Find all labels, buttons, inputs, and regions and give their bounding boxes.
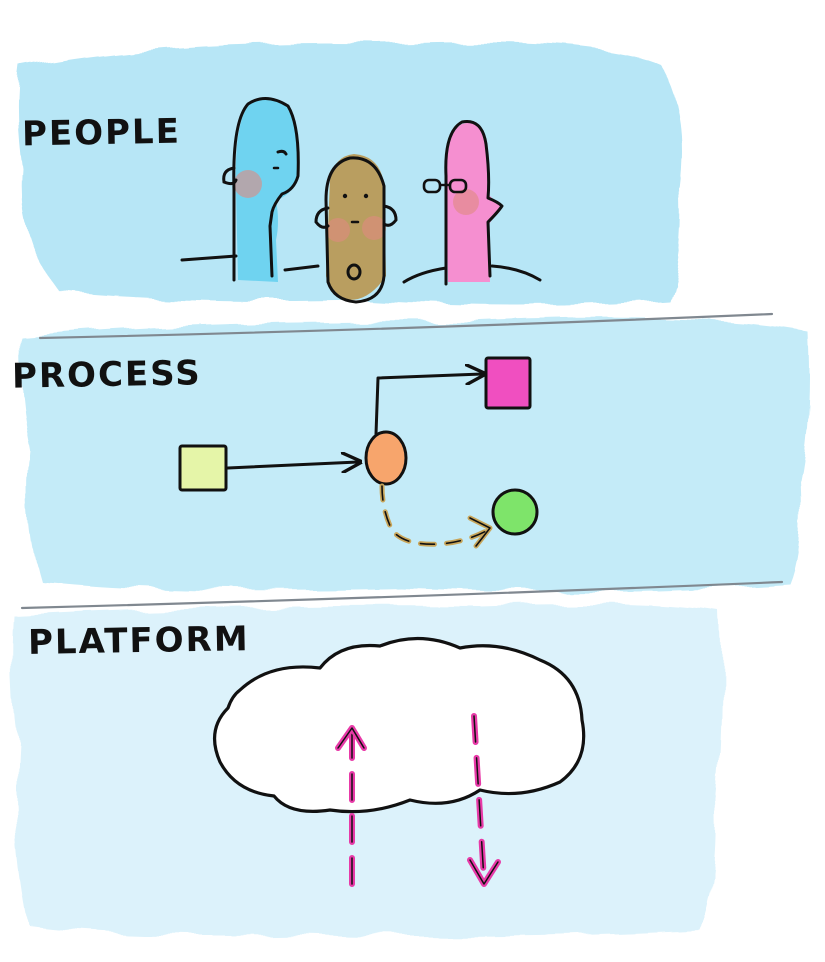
cheek-blush bbox=[326, 218, 350, 242]
process-start-square bbox=[178, 444, 228, 492]
shoulder-line bbox=[490, 264, 542, 282]
cheek-blush bbox=[234, 170, 262, 198]
shoulder-line bbox=[283, 264, 320, 272]
process-decision-circle bbox=[364, 430, 408, 486]
shoulder-line bbox=[180, 254, 238, 262]
section-label-people: PEOPLE bbox=[21, 111, 182, 155]
shoulder-line bbox=[402, 266, 448, 284]
eye bbox=[363, 193, 369, 199]
process-target-square bbox=[484, 356, 532, 410]
platform-cloud bbox=[212, 636, 586, 814]
eye bbox=[342, 193, 348, 199]
process-arrow bbox=[374, 374, 482, 436]
cheek-blush bbox=[362, 216, 386, 240]
process-arrow bbox=[226, 462, 358, 468]
process-end-circle bbox=[491, 488, 539, 536]
divider-line-bottom bbox=[20, 580, 784, 610]
person-olive bbox=[314, 154, 398, 304]
person-blue bbox=[222, 97, 300, 282]
cheek-blush bbox=[453, 189, 479, 215]
eye bbox=[276, 149, 288, 156]
divider-line-top bbox=[38, 312, 774, 340]
process-wash bbox=[19, 318, 809, 592]
mouth bbox=[346, 263, 362, 281]
process-dashed-path bbox=[379, 483, 491, 547]
person-pink bbox=[422, 119, 504, 286]
section-label-platform: PLATFORM bbox=[27, 619, 250, 663]
section-label-process: PROCESS bbox=[11, 353, 202, 397]
